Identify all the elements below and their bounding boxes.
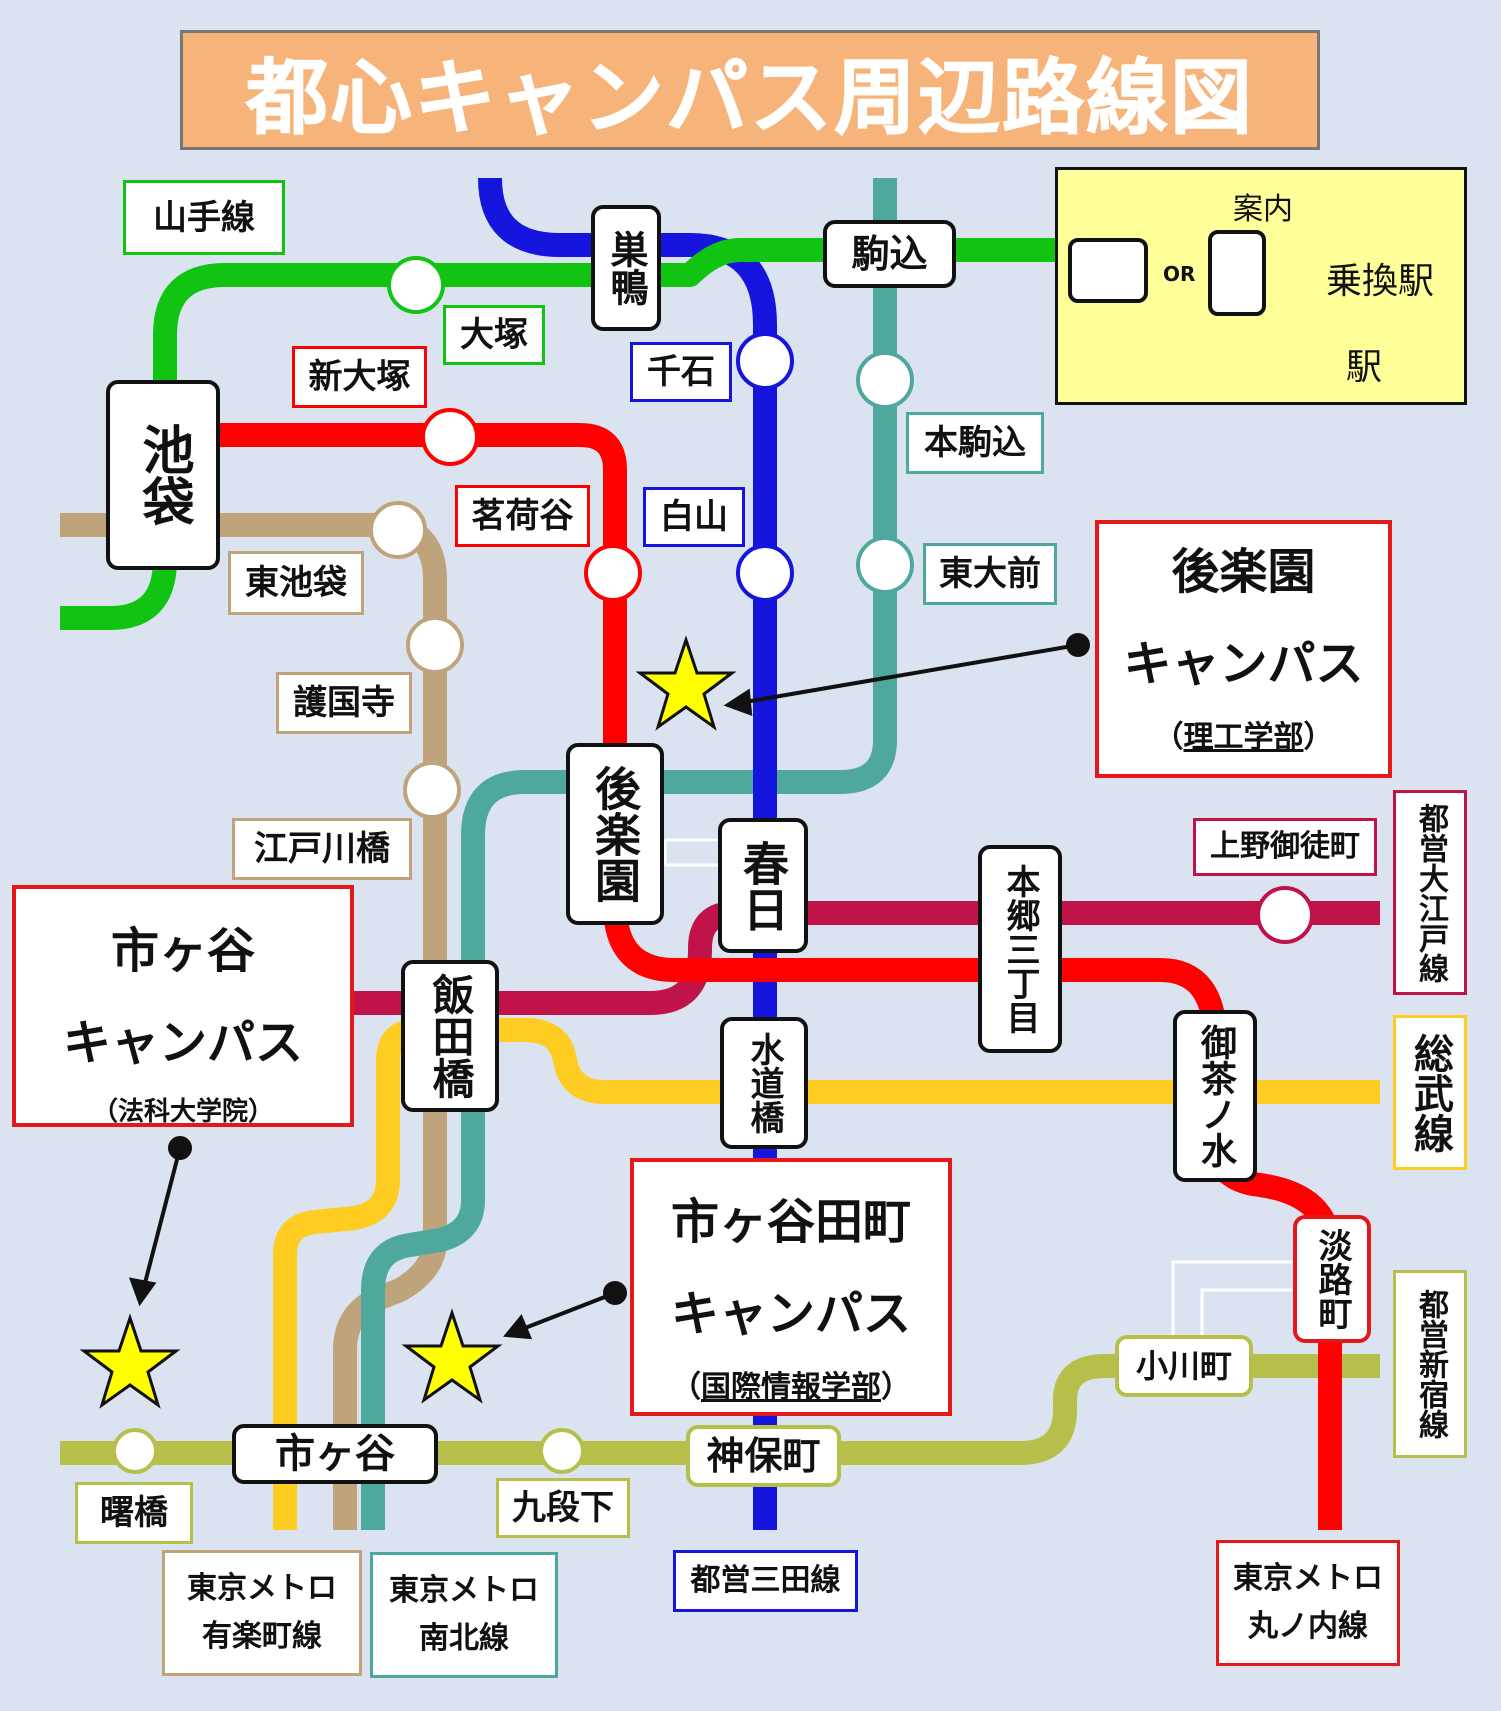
station-todaimae bbox=[856, 536, 914, 594]
arrow-tamachi-campus bbox=[524, 1291, 616, 1330]
campus-sub-korakuen: キャンパス bbox=[1123, 636, 1364, 692]
campus-faculty-tamachi-wrap: （国際情報学部） bbox=[671, 1370, 911, 1405]
station-gokokuji bbox=[406, 616, 464, 674]
station-akebonobashi bbox=[112, 1428, 158, 1474]
line-label-sobu: 総武線 bbox=[1393, 1015, 1467, 1170]
campus-name-ichigaya: 市ヶ谷 bbox=[110, 923, 255, 979]
legend-transfer-box-vertical bbox=[1208, 230, 1266, 316]
station-kudanshita bbox=[539, 1428, 585, 1474]
station-otsuka bbox=[387, 256, 445, 314]
campus-box-ichigaya[interactable]: 市ヶ谷 キャンパス （法科大学院） bbox=[12, 885, 354, 1127]
campus-faculty-korakuen-wrap: （理工学部） bbox=[1153, 720, 1334, 755]
transfer-station-suidobashi[interactable]: 水道橋 bbox=[720, 1017, 808, 1149]
campus-faculty-ichigaya-wrap: （法科大学院） bbox=[91, 1097, 275, 1127]
station-label-edogawabashi: 江戸川橋 bbox=[232, 818, 412, 880]
campus-name-tamachi: 市ヶ谷田町 bbox=[670, 1194, 911, 1250]
campus-sub-ichigaya: キャンパス bbox=[62, 1015, 303, 1071]
station-label-myogadani: 茗荷谷 bbox=[455, 485, 590, 547]
station-uenookachimachi bbox=[1256, 886, 1314, 944]
legend-transfer-box-horizontal bbox=[1068, 238, 1148, 303]
station-label-todaimae: 東大前 bbox=[923, 543, 1057, 605]
transfer-station-awajicho[interactable]: 淡路町 bbox=[1293, 1215, 1371, 1343]
line-label-oedo: 都営大江戸線 bbox=[1393, 790, 1467, 995]
station-sengoku bbox=[736, 332, 794, 390]
transfer-station-ichigaya[interactable]: 市ヶ谷 bbox=[232, 1424, 438, 1484]
campus-name-korakuen: 後楽園 bbox=[1171, 544, 1316, 600]
transfer-station-ogawamachi[interactable]: 小川町 bbox=[1115, 1335, 1253, 1397]
sobu-line bbox=[273, 1018, 1380, 1530]
campus-box-korakuen[interactable]: 後楽園 キャンパス （理工学部） bbox=[1095, 520, 1392, 778]
campus-faculty-ichigaya: 法科大学院 bbox=[117, 1097, 248, 1127]
legend-heading: 案内 bbox=[1233, 192, 1293, 227]
campus-faculty-tamachi: 国際情報学部 bbox=[701, 1370, 881, 1405]
campus-star-korakuen bbox=[635, 635, 737, 731]
station-label-sengoku: 千石 bbox=[630, 342, 732, 402]
yamanote-line bbox=[60, 238, 1060, 630]
station-hakusan bbox=[736, 544, 794, 602]
line-label-yamanote: 山手線 bbox=[123, 180, 285, 255]
line-label-mita: 都営三田線 bbox=[673, 1550, 858, 1612]
campus-star-ichigaya bbox=[79, 1313, 181, 1409]
transfer-station-komagome[interactable]: 駒込 bbox=[823, 220, 956, 288]
transfer-station-ikebukuro[interactable]: 池袋 bbox=[106, 380, 220, 570]
marunouchi-line bbox=[220, 423, 1342, 1530]
station-higashiikebukuro bbox=[369, 501, 427, 559]
station-edogawabashi bbox=[403, 761, 461, 819]
transfer-station-kasuga[interactable]: 春日 bbox=[718, 818, 808, 953]
station-label-higashiikebukuro: 東池袋 bbox=[228, 551, 364, 615]
station-myogadani bbox=[584, 544, 642, 602]
line-label-namboku: 東京メトロ 南北線 bbox=[370, 1552, 558, 1678]
station-label-shinotsuka: 新大塚 bbox=[292, 346, 427, 408]
station-label-hakusan: 白山 bbox=[643, 487, 745, 547]
legend-transfer-label: 乗換駅 bbox=[1326, 261, 1435, 302]
campus-star-tamachi bbox=[401, 1308, 503, 1404]
legend-or: OR bbox=[1163, 262, 1196, 286]
station-label-uenookachimachi: 上野御徒町 bbox=[1193, 818, 1377, 876]
station-honkomagome bbox=[856, 351, 914, 409]
arrow-korakuen-campus bbox=[744, 643, 1079, 704]
transfer-connector-korakuen-kasuga bbox=[663, 838, 720, 867]
transfer-station-hongo[interactable]: 本郷三丁目 bbox=[978, 845, 1062, 1053]
station-label-gokokuji: 護国寺 bbox=[276, 672, 412, 734]
station-label-honkomagome: 本駒込 bbox=[906, 412, 1044, 474]
shinjuku-line bbox=[60, 1354, 1380, 1465]
line-label-shinjuku: 都営新宿線 bbox=[1393, 1270, 1467, 1458]
arrow-ichigaya-campus bbox=[143, 1147, 182, 1284]
transfer-station-ochanomizu[interactable]: 御茶ノ水 bbox=[1173, 1010, 1257, 1182]
transfer-station-iidabashi[interactable]: 飯田橋 bbox=[401, 960, 499, 1112]
station-label-kudanshita: 九段下 bbox=[496, 1478, 630, 1538]
map-title: 都心キャンパス周辺路線図 bbox=[180, 30, 1320, 150]
station-shinotsuka bbox=[421, 408, 479, 466]
legend: 案内 OR 乗換駅 駅 bbox=[1055, 167, 1467, 405]
station-label-otsuka: 大塚 bbox=[443, 305, 545, 365]
station-label-akebonobashi: 曙橋 bbox=[75, 1482, 193, 1544]
transfer-station-sugamo[interactable]: 巣鴨 bbox=[591, 205, 661, 331]
line-label-yurakucho: 東京メトロ 有楽町線 bbox=[162, 1550, 362, 1676]
campus-sub-tamachi: キャンパス bbox=[670, 1286, 911, 1342]
campus-box-tamachi[interactable]: 市ヶ谷田町 キャンパス （国際情報学部） bbox=[630, 1158, 952, 1416]
namboku-line bbox=[361, 178, 897, 1530]
mita-line bbox=[478, 177, 777, 1530]
transfer-station-korakuen[interactable]: 後楽園 bbox=[566, 743, 664, 925]
transfer-connector-ogawamachi-awajicho bbox=[1171, 1260, 1315, 1349]
transfer-station-jimbocho[interactable]: 神保町 bbox=[686, 1425, 841, 1487]
line-label-marunouchi: 東京メトロ 丸ノ内線 bbox=[1216, 1540, 1400, 1666]
campus-faculty-korakuen: 理工学部 bbox=[1183, 720, 1304, 755]
legend-station-label: 駅 bbox=[1346, 347, 1383, 388]
